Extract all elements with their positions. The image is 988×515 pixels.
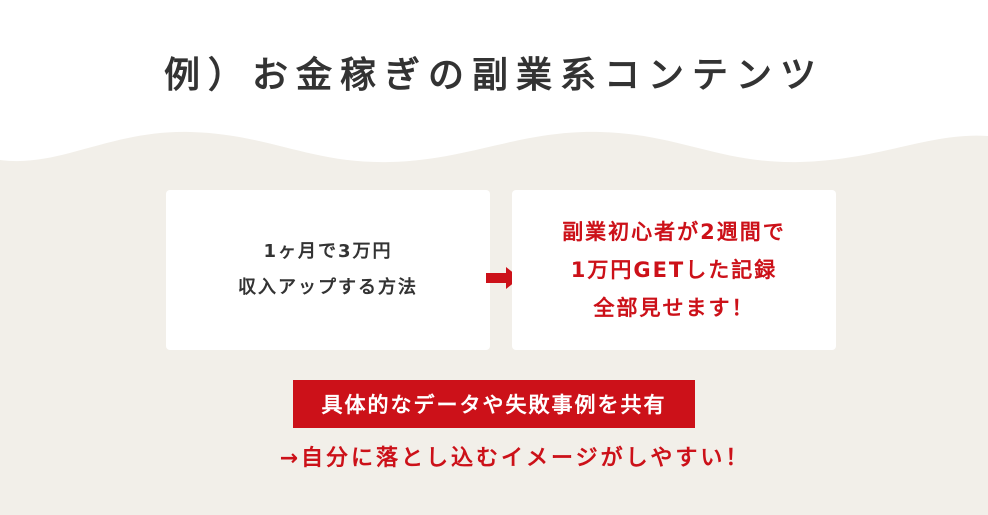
before-card: 1ヶ月で3万円 収入アップする方法: [166, 190, 490, 350]
after-line: 副業初心者が2週間で: [562, 220, 786, 244]
before-line: 収入アップする方法: [238, 277, 418, 298]
after-line: 全部見せます！: [593, 296, 755, 320]
arrow-right-icon: [486, 267, 520, 289]
before-line: 1ヶ月で3万円: [263, 241, 393, 262]
note-text: →自分に落とし込むイメージがしやすい！: [279, 446, 751, 471]
after-card: 副業初心者が2週間で 1万円GETした記録 全部見せます！: [512, 190, 836, 350]
highlight-badge: 具体的なデータや失敗事例を共有: [293, 380, 695, 428]
page-title: 例）お金稼ぎの副業系コンテンツ: [163, 55, 824, 96]
after-line: 1万円GETした記録: [570, 258, 778, 282]
